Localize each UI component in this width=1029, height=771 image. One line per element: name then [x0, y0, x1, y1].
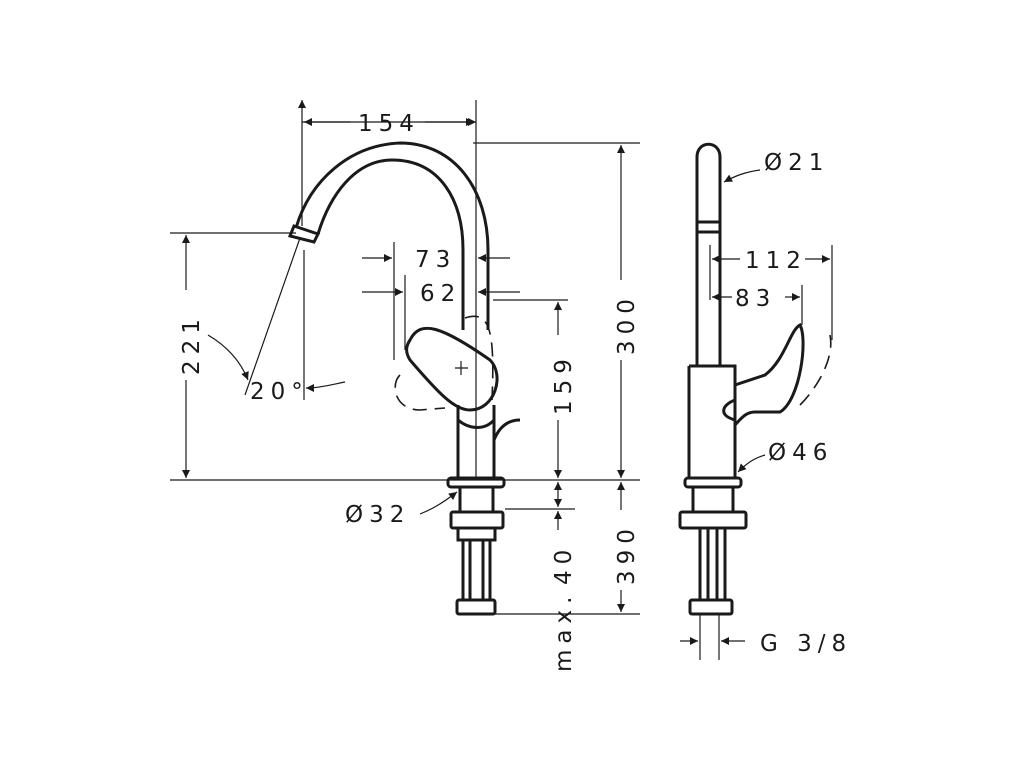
dim-label-112: 112 [745, 248, 807, 274]
dim-label-390: 390 [614, 523, 640, 585]
dim-label-20-deg: 20° [250, 379, 309, 405]
front-view: 154 221 20° 73 62 159 300 40 max. 390 Ø3… [170, 100, 640, 672]
dim-label-max: max. [551, 591, 577, 672]
dim-label-d32: Ø32 [345, 502, 410, 528]
dim-label-d21: Ø21 [764, 150, 829, 176]
dim-label-62: 62 [420, 281, 461, 307]
dim-label-d46: Ø46 [768, 440, 833, 466]
dim-label-83: 83 [735, 286, 776, 312]
dim-label-40: 40 [551, 544, 577, 585]
faucet-front-outline [287, 141, 521, 616]
dim-label-73: 73 [415, 247, 456, 273]
faucet-side-outline [678, 142, 832, 616]
dim-label-300: 300 [614, 293, 640, 355]
dim-label-g38: G 3/8 [760, 631, 852, 657]
dim-label-159: 159 [551, 353, 577, 415]
dim-label-154: 154 [358, 111, 420, 137]
dim-label-221: 221 [179, 313, 205, 375]
side-view: Ø21 112 83 Ø46 G 3/8 [678, 142, 852, 660]
